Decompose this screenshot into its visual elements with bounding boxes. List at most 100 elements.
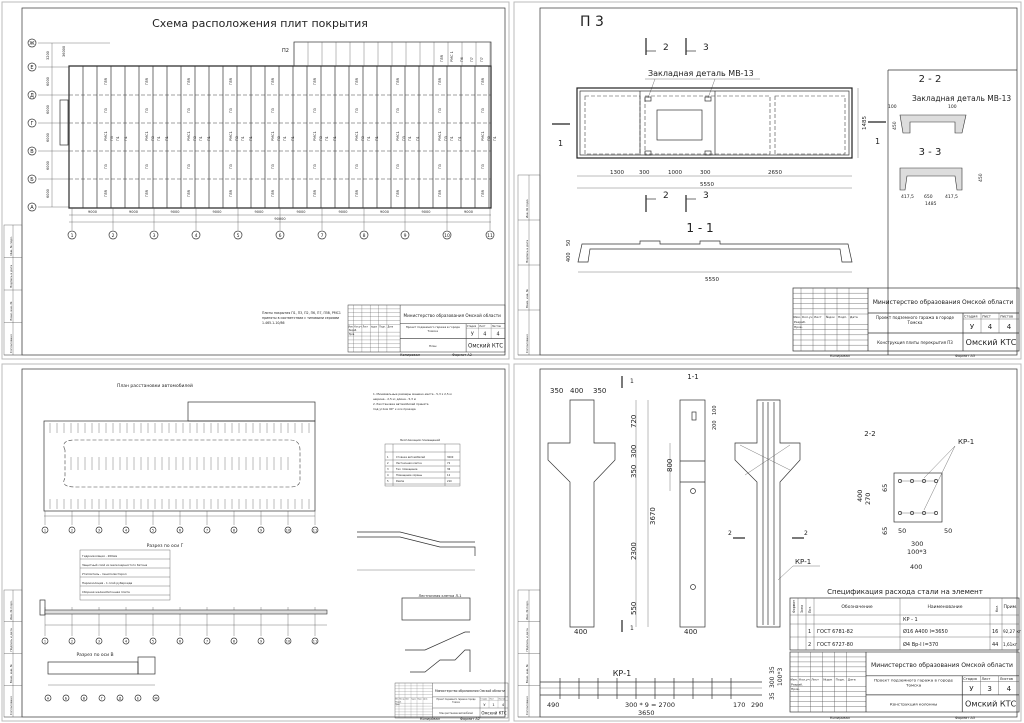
slab-label: П3 <box>396 108 400 113</box>
tb-sheets: 4 <box>502 703 505 707</box>
sheet-border <box>1 363 510 722</box>
cut-label: 3 <box>703 43 709 53</box>
table-cell: ГОСТ 6781-82 <box>817 629 853 635</box>
slab-label: П5б <box>313 190 317 197</box>
dim-label: 2650 <box>768 170 782 176</box>
side-stamp-label: Согласовано <box>9 334 13 353</box>
slab-label: П3 <box>438 108 442 113</box>
tb-sheet-name: План <box>429 344 436 348</box>
slab-label: П3 <box>193 136 197 141</box>
slab-label: П1 <box>207 136 211 141</box>
tb-sheet: 4 <box>483 331 486 337</box>
axis-label: А <box>30 205 34 211</box>
slab-label: П5б <box>271 78 275 85</box>
dim-label: 300 <box>639 170 650 176</box>
side-stamp-label: Инв. № подл. <box>9 236 13 255</box>
table-cell: 1,61кг <box>1003 642 1017 647</box>
axis-bubble <box>311 526 319 534</box>
dim-label: 100*3 <box>777 668 784 686</box>
cut-label: 2 <box>728 530 732 537</box>
dim-label: 400 <box>684 628 697 636</box>
annex-label: П2 <box>282 48 289 54</box>
tb-header: Подп. <box>418 699 423 701</box>
slab-label: П5б <box>355 190 359 197</box>
tb-org: Министерство образования Омской области <box>404 312 502 319</box>
axis-label: 5 <box>152 640 154 644</box>
sheet-title: Схема расположения плит покрытия <box>152 17 368 30</box>
format-label: Формат А2 <box>460 717 480 721</box>
dim-label: 300 <box>911 540 923 548</box>
axis-label: 1 <box>44 640 46 644</box>
slab-label: П5б <box>145 78 149 85</box>
tb-header: №док <box>412 698 416 701</box>
axis-label: 11 <box>487 233 493 239</box>
slab-label: П3 <box>271 164 275 169</box>
sheet-border <box>513 1 1022 360</box>
slab-label: П7 <box>480 57 484 62</box>
note-line: Плиты покрытия П1, П3, П2, П6, П7, П5б, … <box>262 311 341 315</box>
stair-sections <box>401 597 471 673</box>
dim-label: 9000 <box>464 210 473 214</box>
slab-label: П3 <box>444 136 448 141</box>
cut-label: 1 <box>558 139 563 148</box>
tb-sheets: 4 <box>1007 323 1012 331</box>
slab-label: РМС1 <box>481 131 485 141</box>
dim-label: 400 <box>566 252 572 262</box>
tb-company: Омский КТС <box>468 342 503 349</box>
side-stamp-label: Взам. инв. № <box>525 664 529 683</box>
side-stamp-label: Инв. № подл. <box>525 199 529 218</box>
tb-sheets: 4 <box>1007 685 1012 693</box>
dim-label: 6000 <box>46 161 50 170</box>
axis-bubble <box>122 637 130 645</box>
slab-label: П1 <box>367 136 371 141</box>
tb-company: Омский КТС <box>965 700 1017 709</box>
slab-label: П5б <box>104 78 108 85</box>
axis-bubble <box>68 637 76 645</box>
note-line: 1. Минимальные размеры машино-места - 5,… <box>373 392 452 396</box>
axis-bubble <box>95 526 103 534</box>
sheet-inner-frame <box>21 7 506 356</box>
cut-label: 2 <box>663 43 669 53</box>
tb-role: Пров. <box>791 687 800 691</box>
axis-label: 3 <box>98 640 100 644</box>
cut-label: 1 <box>875 137 880 146</box>
table-cell: 2 <box>387 461 389 465</box>
axis-bubble <box>203 637 211 645</box>
tb-header: Подп. <box>379 325 386 328</box>
axis-bubble <box>149 526 157 534</box>
axis-bubble <box>41 526 49 534</box>
slab-label: П1 <box>291 136 295 141</box>
axis-bubble <box>485 230 495 240</box>
slab-label: П3 <box>319 136 323 141</box>
dim-label: 9000 <box>171 210 180 214</box>
dim-label: 1300 <box>610 170 624 176</box>
axis-bubble <box>275 230 285 240</box>
tb-sheet: 3 <box>987 685 992 693</box>
dim-label: 9000 <box>339 210 348 214</box>
axis-bubble <box>41 637 49 645</box>
side-stamp-label: Подпись и дата <box>9 628 13 651</box>
text-line: Проект подземного гаража в городе <box>406 325 460 329</box>
dim-label: 400 <box>570 387 583 395</box>
slab-label: РМС1 <box>229 131 233 141</box>
axis-label: 3 <box>98 529 100 533</box>
axis-bubble <box>203 526 211 534</box>
tb-header: Изм. <box>791 678 798 682</box>
table-cell: 5 <box>387 479 389 483</box>
tb-header: Стадия <box>963 677 977 681</box>
tb-header: Кол.уч <box>802 315 813 319</box>
plan-note: Плиты покрытия П1, П3, П2, П6, П7, П5б, … <box>262 311 341 325</box>
text-line: Проект подземного гаража в городе <box>876 315 955 320</box>
dim-label: 65 <box>881 527 889 535</box>
tb-header: №док <box>826 315 835 319</box>
tb-header: Лист <box>814 315 822 319</box>
dim-label: 35 <box>769 692 776 700</box>
copied-label: Копировал <box>420 717 440 721</box>
dim-label: 9000 <box>88 210 97 214</box>
dim-label: 100*3 <box>907 548 927 556</box>
